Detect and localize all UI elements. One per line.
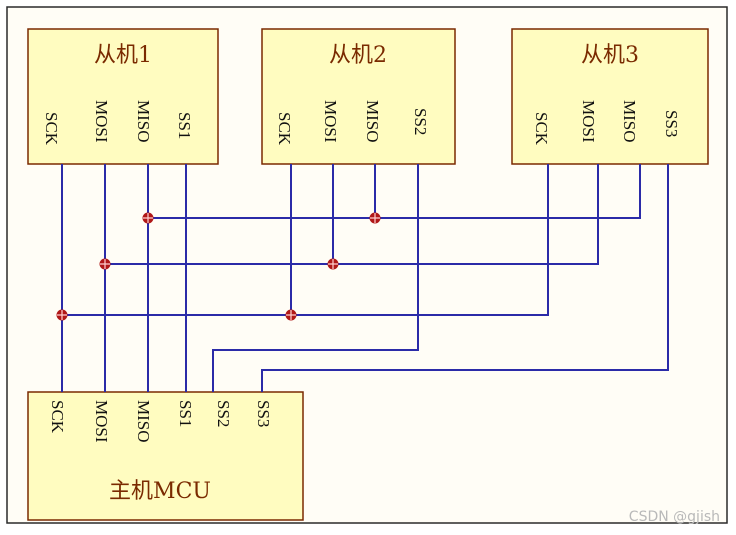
slave-2-pin-miso: MISO (363, 100, 382, 143)
junction-dot-sck-1 (56, 309, 68, 321)
master-pin-ss2: SS2 (214, 400, 233, 427)
junctions (56, 212, 381, 321)
slave-2-pin-ss2: SS2 (411, 108, 430, 135)
wires (61, 164, 669, 392)
slave-1-title: 从机1 (94, 43, 152, 68)
slave-chip-1: 从机1 (27, 28, 219, 165)
slave-1-pin-miso: MISO (134, 100, 153, 143)
slave-2-title: 从机2 (329, 43, 387, 68)
junction-dot-miso-2 (369, 212, 381, 224)
slave-2-pin-mosi: MOSI (321, 100, 340, 143)
slave-chip-2: 从机2 (261, 28, 456, 165)
slave-3-pin-miso: MISO (620, 100, 639, 143)
master-chip: 主机MCU (27, 391, 304, 521)
slave-3-pin-sck: SCK (532, 112, 551, 146)
watermark: CSDN @gjish (628, 509, 720, 525)
wire-miso-bus (148, 164, 641, 219)
master-pin-ss1: SS1 (176, 400, 195, 427)
wire-mosi-bus (105, 164, 599, 265)
wire-sck-bus (62, 164, 549, 316)
master-title: 主机MCU (109, 479, 211, 504)
junction-dot-mosi-2 (327, 258, 339, 270)
slave-3-pin-ss3: SS3 (662, 110, 681, 137)
master-pin-miso: MISO (134, 400, 153, 443)
slave-3-title: 从机3 (581, 43, 639, 68)
junction-dot-mosi-1 (99, 258, 111, 270)
slave-3-pin-mosi: MOSI (579, 100, 598, 143)
master-pin-ss3: SS3 (254, 400, 273, 427)
master-pin-sck: SCK (48, 400, 67, 434)
master-pin-mosi: MOSI (92, 400, 111, 443)
wire-ss2 (212, 164, 419, 392)
slave-chip-3: 从机3 (511, 28, 709, 165)
junction-dot-miso-1 (142, 212, 154, 224)
slave-1-pin-sck: SCK (42, 112, 61, 146)
slave-2-pin-sck: SCK (275, 112, 294, 146)
slave-1-pin-mosi: MOSI (92, 100, 111, 143)
junction-dot-sck-2 (285, 309, 297, 321)
wire-ss3 (261, 164, 669, 392)
slave-1-pin-ss1: SS1 (175, 112, 194, 139)
